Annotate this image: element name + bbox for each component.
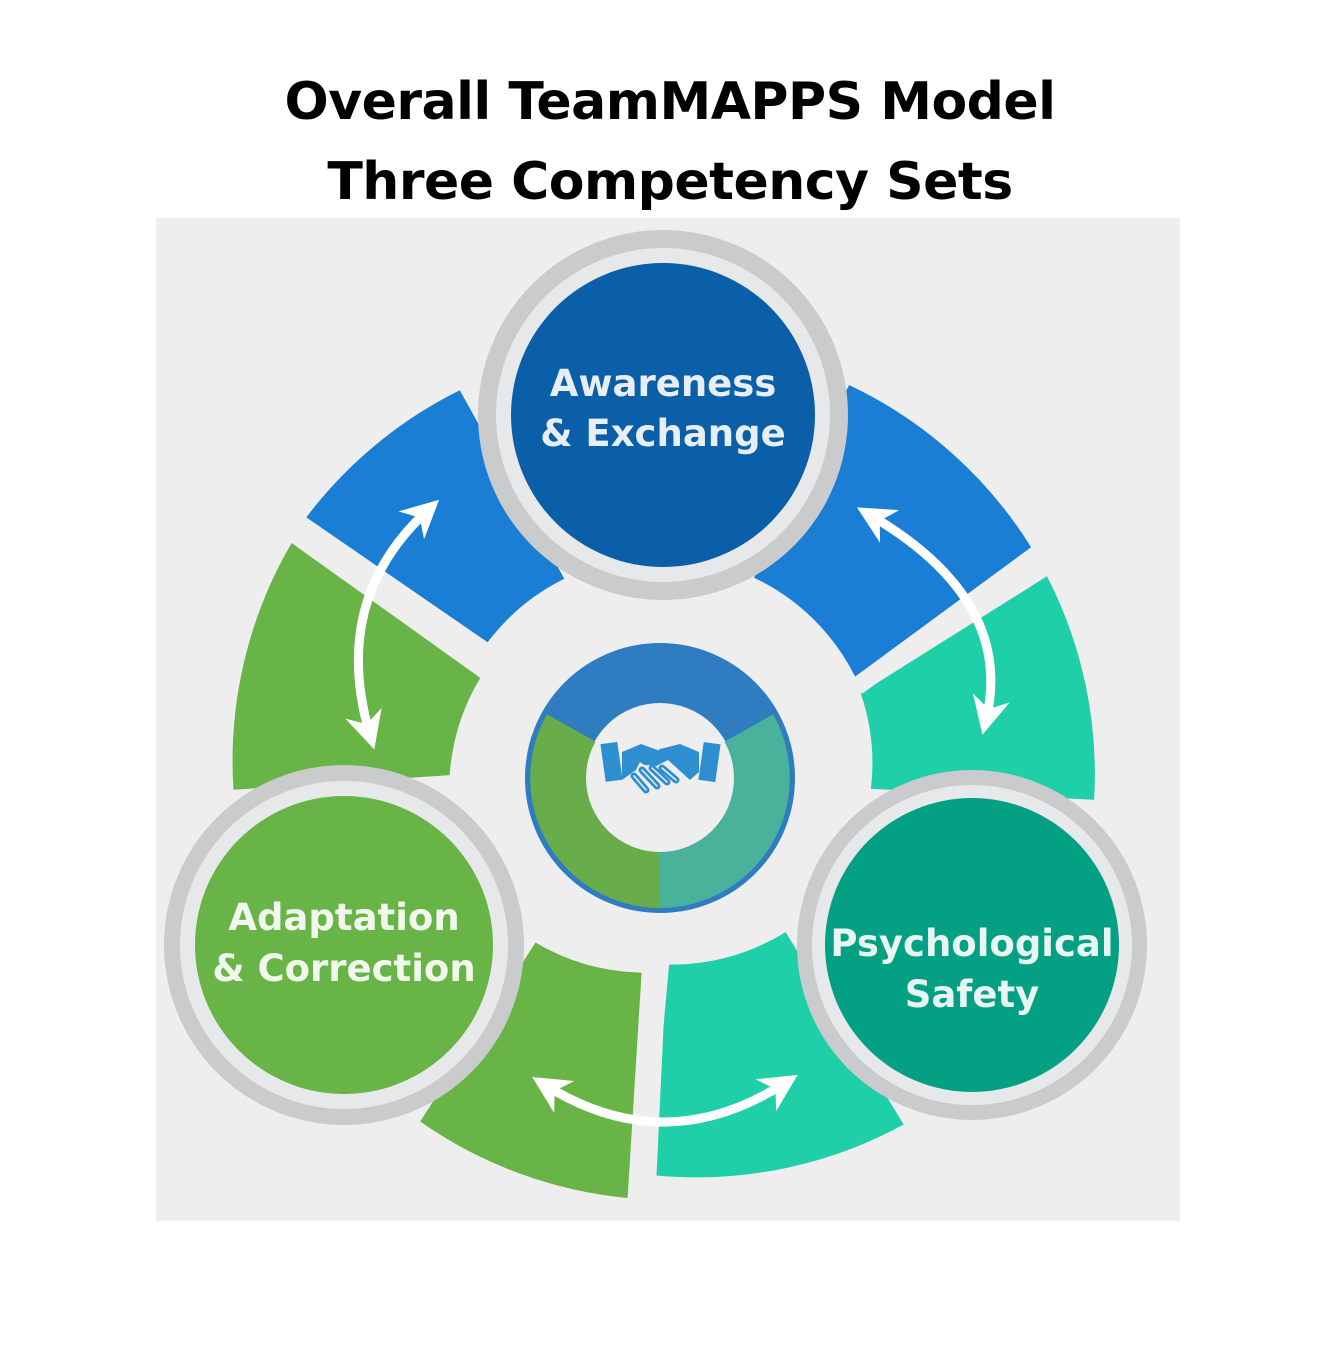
node-label-line-2: & Exchange [540,412,785,455]
node-label-line-1: Psychological [830,922,1113,965]
node-label-line-2: & Correction [212,947,475,990]
node-adaptation-correction: Adaptation & Correction [164,765,524,1125]
handshake-icon [600,741,721,794]
arrow-bottom [532,1074,798,1127]
node-awareness-exchange: Awareness & Exchange [478,230,848,600]
cycle-arrows [345,499,1010,1127]
title-line-1: Overall TeamMAPPS Model [284,72,1056,132]
node-psychological-safety: Psychological Safety [797,770,1147,1120]
node-label-line-1: Awareness [550,362,777,405]
competency-cycle-diagram: Awareness & Exchange Psychological Safet… [156,218,1180,1221]
node-fill [825,798,1119,1092]
node-fill [511,263,815,567]
title-line-2: Three Competency Sets [327,152,1013,212]
arrow-left [345,499,440,750]
node-label-line-2: Safety [905,973,1040,1016]
arrow-right [856,507,1010,735]
ring-segment-green-bottom [420,942,642,1198]
node-fill [195,796,493,1094]
diagram-title: Overall TeamMAPPS Model Three Competency… [0,62,1340,222]
node-label-line-1: Adaptation [228,896,459,939]
center-donut [525,643,795,913]
